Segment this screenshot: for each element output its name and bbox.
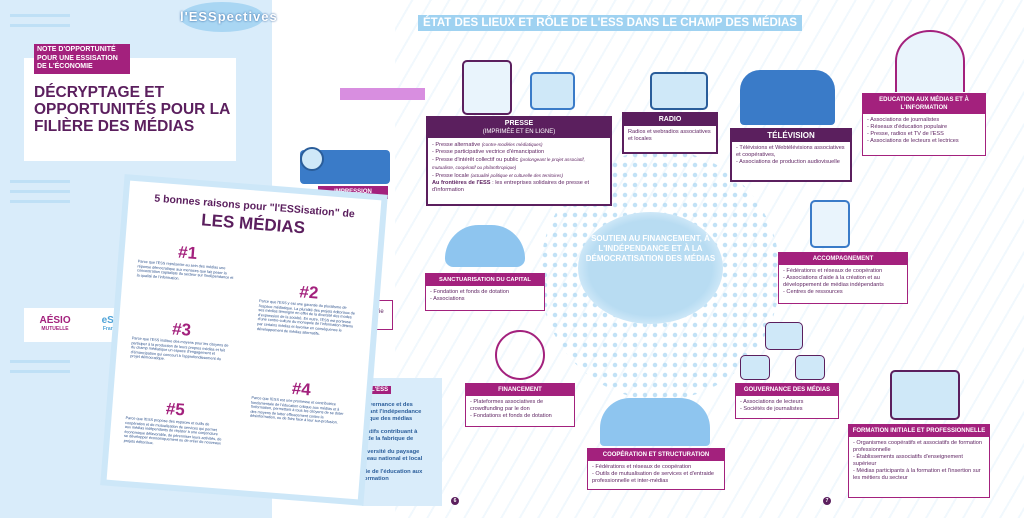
radio-body: Radios et webradios associatives et loca… xyxy=(628,129,711,142)
education-item: - Associations de journalistes xyxy=(867,117,940,123)
formation-item: - Établissements associatifs d'enseignem… xyxy=(853,454,963,467)
cover-tag: NOTE D'OPPORTUNITÉ POUR UNE ESSISATION D… xyxy=(34,44,130,74)
television-card: TÉLÉVISION - Télévisions et Webtélévisio… xyxy=(730,128,852,182)
education-item: - Réseaux d'éducation populaire xyxy=(867,124,948,130)
ess-tag: L'ESS xyxy=(368,386,392,394)
page-number: 6 xyxy=(451,497,459,505)
sanctuarisation-title: SANCTUARISATION DU CAPITAL xyxy=(426,274,544,286)
euro-coin-icon xyxy=(495,330,545,380)
accompagnement-card: ACCOMPAGNEMENT - Fédérations et réseaux … xyxy=(778,252,908,304)
camera-crew-icon xyxy=(740,70,835,125)
group-icon xyxy=(740,355,770,380)
cover-title: DÉCRYPTAGE ET OPPORTUNITÉS POUR LA FILIÈ… xyxy=(34,84,230,135)
education-icon xyxy=(895,30,965,92)
accompagnement-title: ACCOMPAGNEMENT xyxy=(779,253,907,265)
formation-title: FORMATION INITIALE ET PROFESSIONNELLE xyxy=(849,425,989,437)
radio-card: RADIO Radios et webradios associatives e… xyxy=(622,112,718,154)
television-item: - Télévisions et Webtélévisions associat… xyxy=(736,145,845,158)
gouvernance-item: - Sociétés de journalistes xyxy=(740,406,803,412)
financement-title: FINANCEMENT xyxy=(466,384,574,396)
presse-item: - Presse locale (actualité politique et … xyxy=(432,173,563,179)
chart-board-icon xyxy=(810,200,850,248)
television-item: - Associations de production audiovisuel… xyxy=(736,159,840,165)
newspaper-icon xyxy=(462,60,512,115)
formation-item: - Médias participants à la formation et … xyxy=(853,468,981,481)
five-reasons-sheet: 5 bonnes raisons pour "l'ESSisation" de … xyxy=(106,180,382,500)
cooperation-item: - Outils de mutualisation de services et… xyxy=(592,471,715,484)
education-item: - Associations de lecteurs et lectrices xyxy=(867,138,959,144)
hands-icon xyxy=(445,225,525,267)
group-icon xyxy=(765,322,803,350)
financement-item: - Plateformes associatives de crowdfundi… xyxy=(470,399,544,412)
spread-title: ÉTAT DES LIEUX ET RÔLE DE L'ESS DANS LE … xyxy=(418,15,802,31)
gouvernance-item: - Associations de lecteurs xyxy=(740,399,804,405)
financement-card: FINANCEMENT - Plateformes associatives d… xyxy=(465,383,575,427)
accompagnement-item: - Associations d'aide à la création et a… xyxy=(783,275,884,288)
center-theme: SOUTIEN AU FINANCEMENT, À L'INDÉPENDANCE… xyxy=(578,212,723,324)
presse-card: PRESSE (IMPRIMÉE ET EN LIGNE) - Presse al… xyxy=(426,116,612,206)
presse-item: - Presse alternative (contre-modèles méd… xyxy=(432,142,543,148)
cooperation-item: - Fédérations et réseaux de coopération xyxy=(592,464,692,470)
group-icon xyxy=(795,355,825,380)
presse-title: PRESSE xyxy=(504,120,534,127)
education-card: EDUCATION AUX MÉDIAS ET À L'INFORMATION … xyxy=(862,93,986,156)
gouvernance-title: GOUVERNANCE DES MÉDIAS xyxy=(736,384,838,396)
television-title: TÉLÉVISION xyxy=(732,130,850,142)
presse-item: - Presse participative vectrice d'émanci… xyxy=(432,149,545,155)
financement-item: - Fondations et fonds de dotation xyxy=(470,413,552,419)
sanctuarisation-item: - Fondation et fonds de dotation xyxy=(430,289,509,295)
radio-icon xyxy=(650,72,708,110)
mixing-desk-icon xyxy=(890,370,960,420)
formation-card: FORMATION INITIALE ET PROFESSIONNELLE - … xyxy=(848,424,990,498)
arrow-connector xyxy=(340,88,425,100)
press-roller-icon xyxy=(300,147,324,171)
accompagnement-item: - Fédérations et réseaux de coopération xyxy=(783,268,883,274)
education-item: - Presse, radios et TV de l'ESS xyxy=(867,131,944,137)
formation-item: - Organismes coopératifs et associatifs … xyxy=(853,440,983,453)
sanctuarisation-item: - Associations xyxy=(430,296,465,302)
presse-frontier: Au frontières de l'ESS : les entreprises… xyxy=(432,180,590,193)
sanctuarisation-card: SANCTUARISATION DU CAPITAL - Fondation e… xyxy=(425,273,545,311)
presse-subtitle: (IMPRIMÉE ET EN LIGNE) xyxy=(482,129,556,135)
accompagnement-item: - Centres de ressources xyxy=(783,289,843,295)
page-number: 7 xyxy=(823,497,831,505)
esspectives-logo: l'ESSpectives xyxy=(180,2,277,32)
gouvernance-card: GOUVERNANCE DES MÉDIAS - Associations de… xyxy=(735,383,839,419)
presse-item: - Presse d'intérêt collectif ou public (… xyxy=(432,157,585,170)
education-title: EDUCATION AUX MÉDIAS ET À L'INFORMATION xyxy=(863,94,985,114)
cooperation-card: COOPÉRATION ET STRUCTURATION - Fédératio… xyxy=(587,448,725,490)
cover-title-box xyxy=(24,58,236,161)
laptop-icon xyxy=(530,72,575,110)
cooperation-title: COOPÉRATION ET STRUCTURATION xyxy=(588,449,724,461)
radio-title: RADIO xyxy=(624,114,716,126)
handshake-icon xyxy=(600,398,710,446)
